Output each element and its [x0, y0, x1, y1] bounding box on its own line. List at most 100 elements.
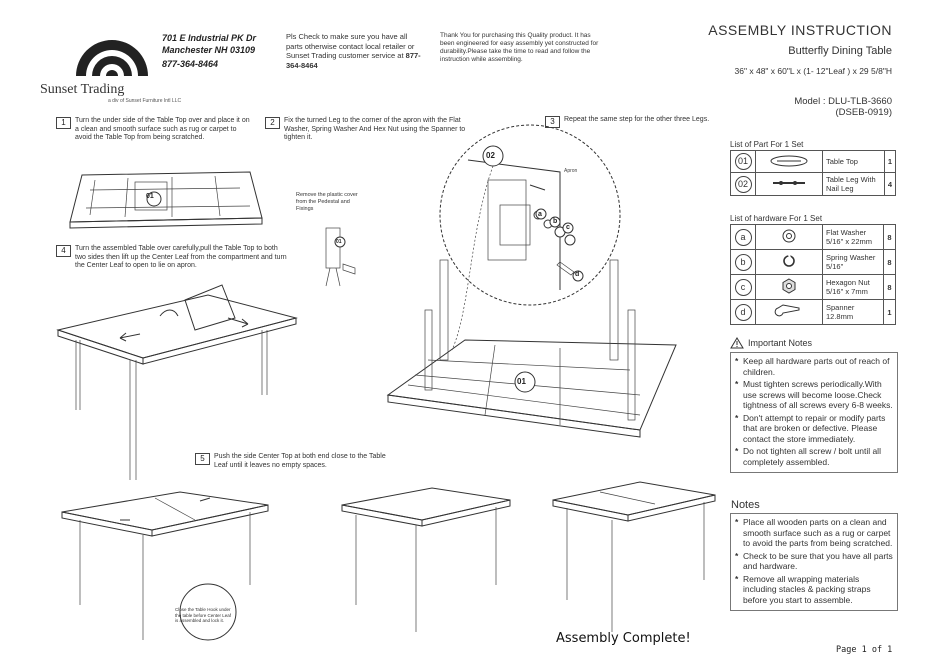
notes-box: *Place all wooden parts on a clean and s…: [730, 513, 898, 611]
remove-plastic-note: Remove the plastic cover from the Pedest…: [296, 192, 358, 212]
hardware-list-title: List of hardware For 1 Set: [730, 214, 823, 223]
parts-row-01: 01 Table Top 1: [730, 150, 897, 173]
flat-washer-icon: [782, 229, 796, 243]
address-line-2: Manchester NH 03109: [162, 45, 256, 55]
important-note-1: *Keep all hardware parts out of reach of…: [735, 356, 893, 377]
important-notes-title: Important Notes: [748, 338, 813, 348]
hardware-qty-b: 8: [882, 249, 897, 275]
step-4-number: 4: [56, 245, 71, 257]
company-name: Sunset Trading: [40, 82, 125, 97]
apron-label: Apron: [564, 168, 578, 174]
inset-marker-02: 02: [486, 151, 495, 160]
part-name-02: Table Leg With Nail Leg: [822, 172, 885, 196]
important-note-4-text: Do not tighten all screw / bolt until al…: [743, 446, 881, 467]
notes-title: Notes: [731, 499, 760, 511]
hardware-size-c: 5/16" x 7mm: [826, 287, 868, 296]
parts-table: 01 Table Top 1 02 Table Leg With Nail Le…: [730, 150, 897, 196]
note-3-text: Remove all wrapping materials including …: [743, 573, 871, 605]
header-thanks-note: Thank You for purchasing this Quality pr…: [440, 32, 599, 63]
important-notes-box: *Keep all hardware parts out of reach of…: [730, 352, 898, 473]
note-2: *Check to be sure that you have all part…: [735, 550, 893, 572]
step-3-inset-circle: [439, 124, 621, 306]
company-logo: [72, 20, 152, 80]
page-title: ASSEMBLY INSTRUCTION: [708, 22, 892, 38]
step-1: 1 Turn the under side of the Table Top o…: [56, 117, 250, 143]
important-notes-header: Important Notes: [730, 337, 812, 349]
step-2-marker-01: 01: [336, 239, 342, 245]
hardware-size-a: 5/16" x 22mm: [826, 237, 873, 246]
page-number: Page 1 of 1: [836, 645, 893, 655]
part-id-02: 02: [734, 175, 752, 193]
step-1-marker-01: 01: [146, 193, 154, 200]
warning-icon: [730, 337, 744, 349]
table-top-icon: [770, 155, 808, 166]
important-note-3: *Don't attempt to repair or modify parts…: [735, 413, 893, 445]
inset-marker-c: c: [566, 224, 570, 231]
parts-row-02: 02 Table Leg With Nail Leg 4: [730, 172, 897, 196]
hook-note: Close the Table Hook under the table bef…: [175, 607, 232, 623]
important-note-4: *Do not tighten all screw / bolt until a…: [735, 446, 893, 467]
hardware-size-b: 5/16": [826, 262, 844, 271]
step-4: 4 Turn the assembled Table over carefull…: [56, 245, 290, 271]
note-3: *Remove all wrapping materials including…: [735, 574, 893, 606]
inset-marker-a: a: [538, 211, 542, 218]
hardware-qty-a: 8: [882, 224, 897, 250]
company-tagline: a div of Sunset Furniture Intl LLC: [108, 98, 182, 104]
step-1-underside-illustration: [69, 171, 263, 229]
spanner-icon: [774, 304, 800, 317]
model-code: (DSEB-0919): [835, 107, 893, 118]
step-5-table-right: [552, 481, 716, 632]
note-1-text: Place all wooden parts on a clean and sm…: [743, 517, 893, 548]
parts-list-title: List of Part For 1 Set: [730, 140, 804, 149]
step-2-leg-illustration: [325, 227, 356, 287]
inset-marker-b: b: [553, 218, 558, 225]
model-number: Model : DLU-TLB-3660: [794, 96, 892, 107]
hardware-name-b: Spring Washer: [826, 253, 876, 262]
part-qty-01: 1: [883, 150, 897, 173]
step-3-table-illustration: [386, 165, 677, 438]
hardware-name-c: Hexagon Nut: [826, 278, 870, 287]
check-note-text: Pls Check to make sure you have all part…: [286, 32, 415, 60]
hardware-id-c: c: [734, 278, 752, 296]
step-5-number: 5: [195, 453, 210, 465]
important-note-1-text: Keep all hardware parts out of reach of …: [743, 356, 890, 377]
step-5: 5 Push the side Center Top at both end c…: [195, 453, 394, 470]
address-line-1: 701 E Industrial PK Dr: [162, 33, 257, 43]
step-5-text: Push the side Center Top at both end clo…: [214, 453, 386, 469]
step-3-text: Repeat the same step for the other three…: [564, 116, 710, 123]
company-phone: 877-364-8464: [162, 59, 219, 69]
header-check-note: Pls Check to make sure you have all part…: [286, 32, 426, 70]
part-name-01: Table Top: [822, 150, 885, 173]
assembly-illustrations: [56, 124, 716, 641]
step-5-table-left: [61, 491, 269, 641]
step-2: 2 Fix the turned Leg to the corner of th…: [265, 117, 469, 143]
check-note-phone: 877-364-8464: [286, 51, 421, 70]
hex-nut-icon: [782, 278, 796, 294]
step-4-text: Turn the assembled Table over carefully,…: [75, 245, 287, 269]
table-leg-icon: [773, 181, 805, 185]
product-name: Butterfly Dining Table: [788, 45, 892, 57]
spring-washer-icon: [783, 254, 795, 267]
hardware-id-a: a: [734, 228, 752, 246]
hardware-qty-c: 8: [882, 274, 897, 300]
step-5-table-middle: [341, 487, 511, 632]
note-1: *Place all wooden parts on a clean and s…: [735, 517, 893, 548]
hardware-id-b: b: [734, 253, 752, 271]
step-2-text: Fix the turned Leg to the corner of the …: [284, 117, 466, 141]
assembly-complete-label: Assembly Complete!: [556, 631, 691, 646]
step-1-text: Turn the under side of the Table Top ove…: [75, 117, 250, 141]
hardware-id-d: d: [734, 303, 752, 321]
important-note-2: *Must tighten screws periodically.With u…: [735, 379, 893, 410]
hardware-name-a: Flat Washer: [826, 228, 867, 237]
hardware-qty-d: 1: [882, 299, 897, 325]
part-id-01: 01: [734, 153, 752, 170]
note-2-text: Check to be sure that you have all parts…: [743, 550, 893, 572]
hardware-name-d: Spanner: [826, 303, 855, 312]
part-qty-02: 4: [883, 172, 897, 196]
important-note-2-text: Must tighten screws periodically.With us…: [743, 379, 893, 410]
step-4-table-illustration: [56, 284, 298, 480]
